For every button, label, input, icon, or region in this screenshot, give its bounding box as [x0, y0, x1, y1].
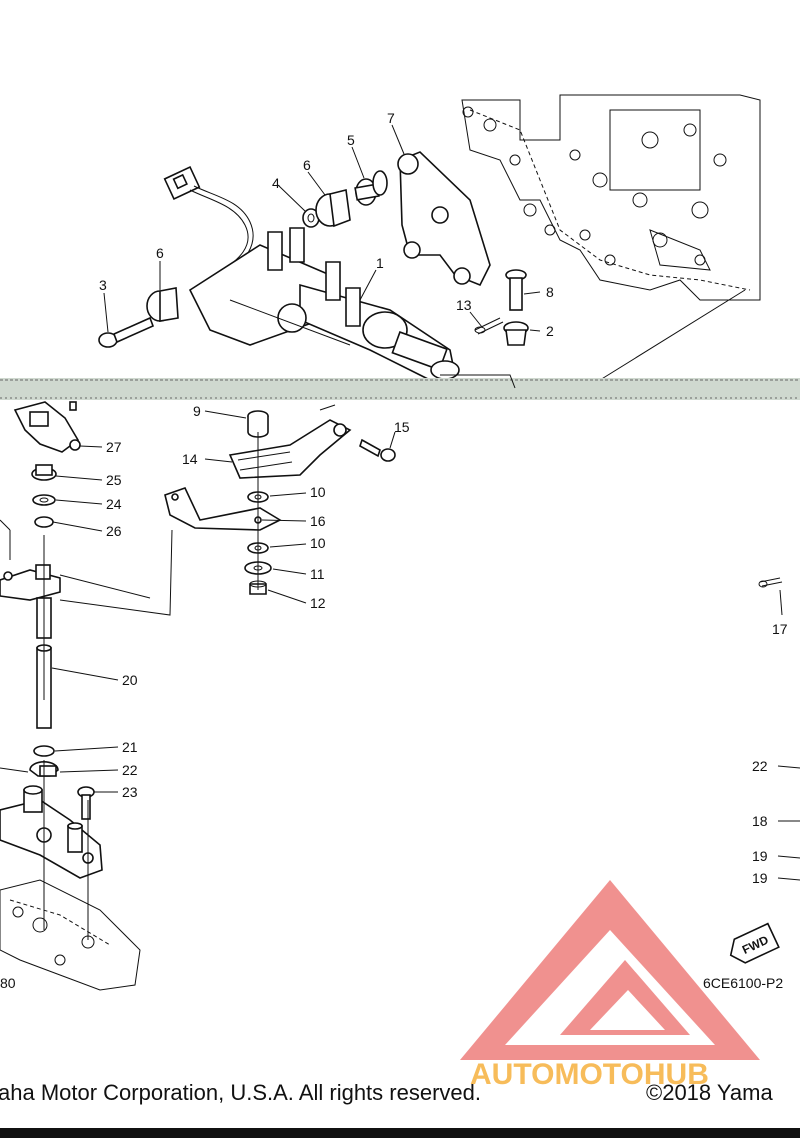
callout-1: 1	[376, 255, 384, 271]
callout-22: 22	[752, 758, 768, 774]
callout-5: 5	[347, 132, 355, 148]
collar-2	[503, 321, 529, 346]
callout-22: 22	[122, 762, 138, 778]
lever-14	[228, 419, 352, 479]
bracket-7	[397, 151, 491, 287]
callout-3: 3	[99, 277, 107, 293]
watermark-logo	[460, 880, 760, 1060]
callout-12: 12	[310, 595, 326, 611]
leader-lines	[0, 124, 541, 793]
callout-26: 26	[106, 523, 122, 539]
bolt-8	[505, 269, 527, 311]
callout-11: 11	[310, 566, 325, 582]
copyright-right: ©2018 Yama	[646, 1080, 773, 1105]
copyright-left: aha Motor Corporation, U.S.A. All rights…	[0, 1080, 481, 1105]
callout-23: 23	[122, 784, 138, 800]
callout-10: 10	[310, 535, 326, 551]
callout-21: 21	[122, 739, 138, 755]
engine-block	[461, 94, 761, 301]
collar-9	[247, 410, 269, 438]
callout-9: 9	[193, 403, 201, 419]
callout-25: 25	[106, 472, 122, 488]
bushing-25	[31, 464, 57, 481]
damper-6-left	[146, 287, 179, 322]
callout-10: 10	[310, 484, 326, 500]
callout-17: 17	[772, 621, 788, 637]
callout-24: 24	[106, 496, 122, 512]
callout-14: 14	[182, 451, 198, 467]
bolt-23	[77, 786, 95, 820]
shift-rod-assembly	[188, 227, 460, 381]
torn-edge	[0, 378, 800, 400]
bolt-3	[98, 316, 155, 348]
base-bracket	[0, 785, 103, 879]
clip-26	[34, 516, 54, 528]
callout-4: 4	[272, 175, 280, 191]
callout-13: 13	[456, 297, 472, 313]
oring-21	[33, 745, 55, 757]
callout-16: 16	[310, 513, 326, 529]
callout-6: 6	[156, 245, 164, 261]
callouts: 1 2 3 4 5 6 6 7 8 9 10 10 11 12 13 14 15…	[0, 110, 788, 991]
watermark-brand: AUTOMOTOHUB	[470, 1058, 709, 1091]
watermark-text: AUTOMOTOHUB	[470, 1058, 709, 1091]
callout-8: 8	[546, 284, 554, 300]
callout-7: 7	[387, 110, 395, 126]
damper-6-top	[315, 189, 351, 228]
lower-casing	[0, 879, 141, 991]
callout-27: 27	[106, 439, 122, 455]
callout-20: 20	[122, 672, 138, 688]
shift-arm	[0, 564, 61, 601]
sensor-27	[13, 401, 81, 453]
callout-6: 6	[303, 157, 311, 173]
clip-13	[474, 317, 504, 335]
bolt-15	[359, 438, 396, 462]
callout-19: 19	[752, 870, 768, 886]
callout-80: 80	[0, 975, 16, 991]
callout-2: 2	[546, 323, 554, 339]
collar-5	[354, 170, 388, 206]
washer-24	[32, 494, 56, 506]
callout-18: 18	[752, 813, 768, 829]
bottom-border	[0, 1128, 800, 1138]
callout-19: 19	[752, 848, 768, 864]
diagram-code: 6CE6100-P2	[703, 975, 783, 991]
copyright-notice: aha Motor Corporation, U.S.A. All rights…	[0, 1080, 800, 1110]
fwd-arrow: FWD	[729, 922, 780, 964]
callout-15: 15	[394, 419, 410, 435]
clip-17	[758, 577, 783, 588]
